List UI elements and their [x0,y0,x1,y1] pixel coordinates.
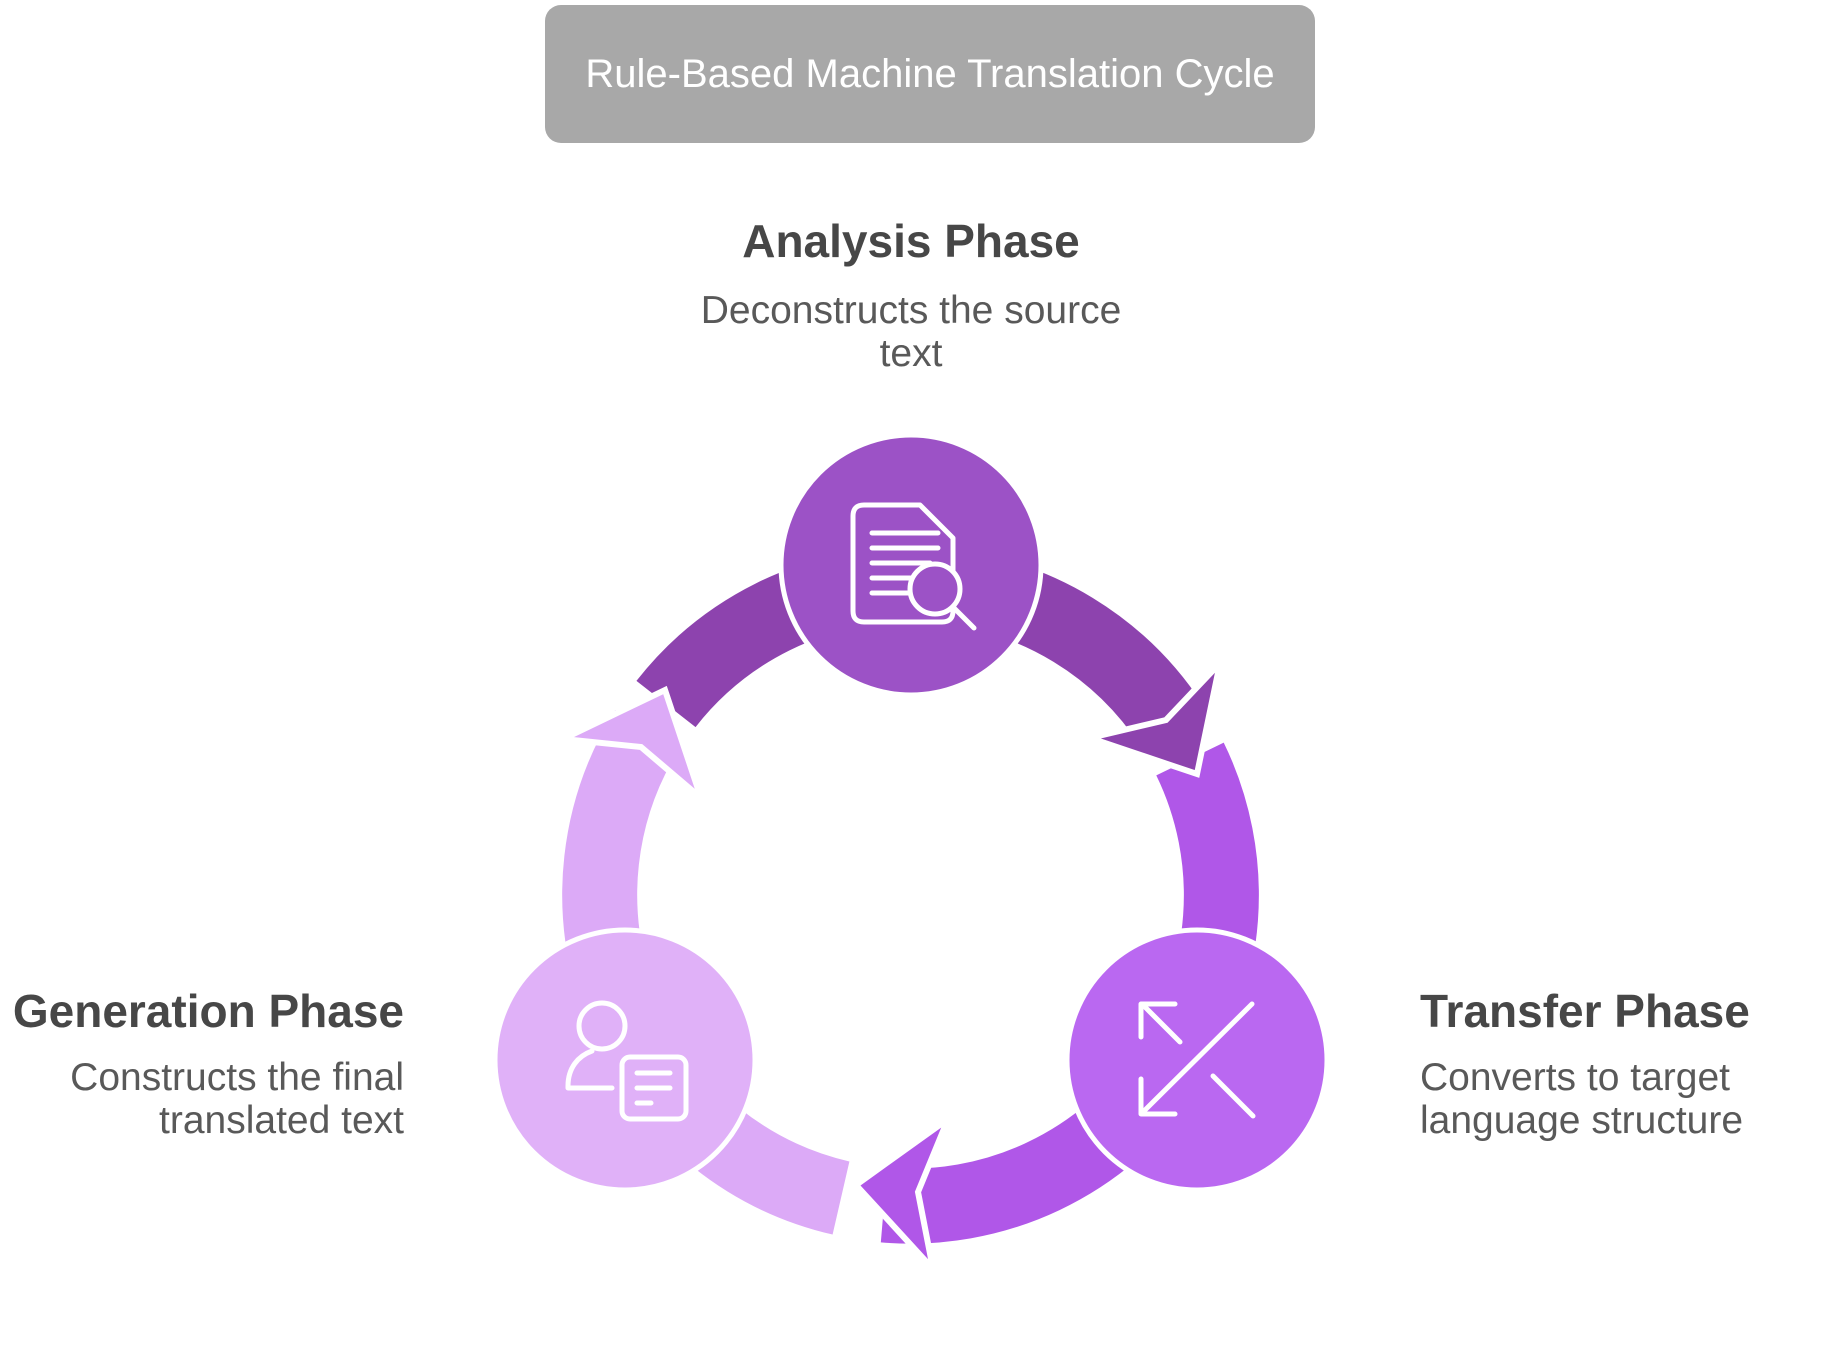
analysis-phase-description: Deconstructs the source text [611,289,1211,375]
swap-arrow-upleft-head [1138,1001,1178,1040]
person-document-icon [565,1000,689,1122]
generation-phase-heading: Generation Phase [12,985,404,1037]
swap-arrows-icon [1138,1001,1256,1119]
transfer-desc-line-1: Converts to target [1420,1056,1730,1099]
analysis-desc-line-2: text [879,332,943,375]
swap-arrow-downleft-shaft [1140,1001,1255,1115]
flow-arrowheads [552,653,1226,1279]
document-search-icon [850,502,977,631]
person-shoulders [565,1048,615,1091]
generation-desc-line-1: Constructs the final [70,1056,404,1099]
person-head [576,1000,628,1052]
document-outline [850,502,956,625]
arrowhead-generation-to-analysis [552,685,708,808]
swap-arrow-upleft-shaft [1142,1004,1183,1045]
transfer-phase-heading: Transfer Phase [1420,985,1750,1037]
document-text-lines [869,530,941,596]
generation-phase-description: Constructs the final translated text [0,1056,404,1142]
diagram-title: Rule-Based Machine Translation Cycle [545,5,1315,143]
generation-desc-line-2: translated text [159,1099,404,1142]
arrowhead-transfer-to-generation [851,1110,955,1279]
swap-arrow-downleft-head [1138,1076,1178,1117]
magnifier-lens [907,561,963,617]
analysis-desc-line-1: Deconstructs the source [700,289,1122,332]
arrowhead-analysis-to-transfer [1079,653,1226,778]
transfer-desc-line-2: language structure [1420,1099,1744,1142]
analysis-phase-heading: Analysis Phase [742,215,1080,267]
note-card-lines [634,1070,673,1106]
transfer-phase-description: Converts to target language structure [1420,1056,1824,1142]
swap-arrow-lower-stub [1210,1073,1256,1119]
magnifier-handle [950,604,977,631]
